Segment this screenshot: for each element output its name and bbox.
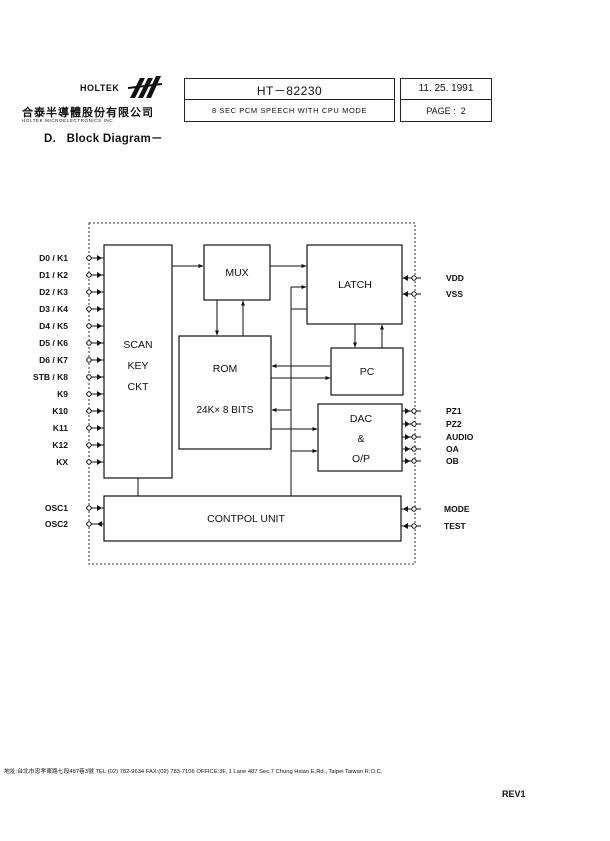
rom-block-label: ROM [213,363,238,375]
pc-block: PC [330,347,404,396]
pin-label-d3-k4: D3 / K4 [39,304,68,314]
control-unit-block: CONTPOL UNIT [103,495,402,542]
pin-label-k12: K12 [52,440,68,450]
pc-block-label: PC [360,366,375,378]
pin-label-ob: OB [446,456,459,466]
dac-block-label: & [357,433,364,445]
pin-label-stb-k8: STB / K8 [33,372,68,382]
dac-block: DAC & O/P [317,403,403,472]
pin-label-vdd: VDD [446,273,464,283]
rom-block: ROM 24K× 8 BITS [178,335,272,450]
rom-size-label: 24K× 8 BITS [197,405,254,416]
revision-label: REV1 [502,789,526,799]
company-english-name: HOLTEK MICROELECTRONICS INC. [22,118,115,123]
pin-label-d4-k5: D4 / K5 [39,321,68,331]
pin-label-d2-k3: D2 / K3 [39,287,68,297]
header-title-box: HT－82230 8 SEC PCM SPEECH WITH CPU MODE [184,78,395,122]
section-title: D. Block Diagram－ [44,133,163,145]
pin-label-d5-k6: D5 / K6 [39,338,68,348]
pin-label-kx: KX [56,457,68,467]
control-unit-label: CONTPOL UNIT [207,513,285,525]
company-logo: HOLTEK [74,72,184,108]
pin-label-d0-k1: D0 / K1 [39,253,68,263]
pin-label-test: TEST [444,521,467,531]
pin-label-osc2: OSC2 [45,519,68,529]
company-chinese-name: 合泰半導體股份有限公司 [22,107,154,119]
pin-label-d1-k2: D1 / K2 [39,270,68,280]
footer-address: 地址:台北市忠孝東路七段487巷3號 TEL:(02) 782-9634 FAX… [4,769,383,775]
company-logo-text: HOLTEK [80,83,120,93]
pin-label-d6-k7: D6 / K7 [39,355,68,365]
mux-block-label: MUX [225,267,248,279]
pin-label-k11: K11 [53,423,68,433]
pin-label-audio: AUDIO [446,432,474,442]
part-description: 8 SEC PCM SPEECH WITH CPU MODE [211,106,368,115]
document-date: 11. 25. 1991 [418,83,474,94]
pin-label-mode: MODE [444,504,470,514]
right-pin-group [401,275,421,529]
left-pin-group [86,255,104,527]
latch-block: LATCH [306,244,403,325]
header-date-box: 11. 25. 1991 PAGE : 2 [400,78,492,122]
page-number: PAGE : 2 [426,106,466,116]
chip-boundary [88,222,416,565]
header-divider [185,99,394,100]
pin-label-pz1: PZ1 [446,406,462,416]
mux-block: MUX [203,244,271,301]
left-pin-labels: D0 / K1 D1 / K2 D2 / K3 D3 / K4 D4 / K5 … [33,253,68,529]
scan-block-label: CKT [128,381,150,393]
internal-connections [137,264,384,496]
pin-label-osc1: OSC1 [45,503,68,513]
dac-block-label: DAC [350,413,373,425]
scan-key-ckt-block: SCAN KEY CKT [103,244,173,479]
scan-block-label: KEY [127,360,148,372]
pin-label-vss: VSS [446,289,463,299]
pin-arrowheads [97,255,410,529]
scan-block-label: SCAN [123,339,152,351]
pin-label-pz2: PZ2 [446,419,462,429]
pin-label-k9: K9 [57,389,68,399]
header-divider [401,99,491,100]
pin-label-oa: OA [446,444,459,454]
latch-block-label: LATCH [338,279,372,291]
right-pin-labels: VDD VSS PZ1 PZ2 AUDIO OA OB MODE TEST [444,273,474,531]
holtek-logo-icon [128,76,162,98]
pin-label-k10: K10 [52,406,68,416]
part-number: HT－82230 [256,84,323,98]
dac-block-label: O/P [352,453,370,465]
